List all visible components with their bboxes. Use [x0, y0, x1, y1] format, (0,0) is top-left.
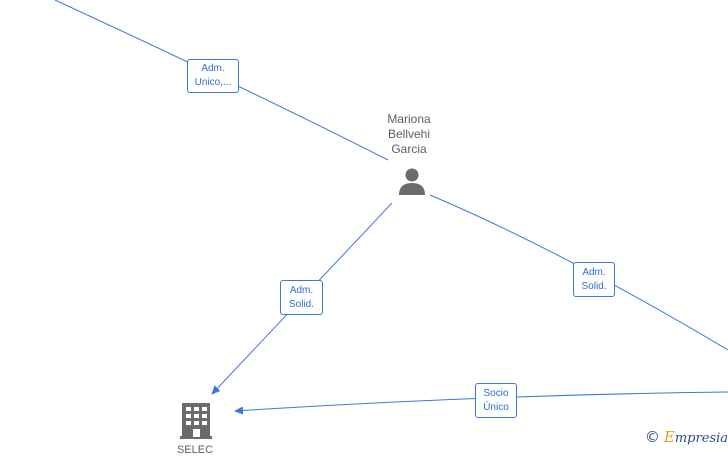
- edge-label-line: Solid.: [581, 280, 607, 292]
- edge-label-line: Unico,...: [194, 77, 232, 88]
- brand-watermark: © Empresia: [645, 428, 728, 446]
- edge-label-person-to-company[interactable]: Adm. Solid.: [280, 280, 323, 315]
- person-name-line: Bellvehi: [387, 127, 431, 141]
- edge-label-line: Único: [483, 401, 509, 413]
- building-icon[interactable]: [180, 402, 212, 440]
- edge-label-person-to-right[interactable]: Adm. Solid.: [573, 262, 615, 297]
- person-node-name[interactable]: Mariona Bellvehi Garcia: [364, 112, 454, 157]
- edge-label-top-left[interactable]: Adm. Unico,...: [187, 59, 239, 93]
- edge-label-line: Adm.: [582, 266, 606, 278]
- person-icon[interactable]: [397, 166, 427, 196]
- brand-rest: mpresia: [674, 431, 728, 446]
- edge-label-line: Solid.: [288, 298, 314, 310]
- edge-label-right-to-company[interactable]: Socio Único: [475, 383, 517, 418]
- person-name-line: Garcia: [391, 142, 427, 156]
- person-name-line: Mariona: [387, 112, 431, 126]
- edge-label-line: Adm.: [289, 284, 314, 296]
- edge-label-line: Socio: [483, 387, 509, 399]
- brand-initial: E: [663, 428, 675, 446]
- company-node-name[interactable]: SELEC: [176, 444, 214, 456]
- edge-label-line: Adm.: [201, 63, 225, 74]
- brand-logo: Empresia: [664, 428, 728, 446]
- edge-person-to-right: [429, 194, 728, 351]
- copyright-icon: ©: [644, 428, 660, 446]
